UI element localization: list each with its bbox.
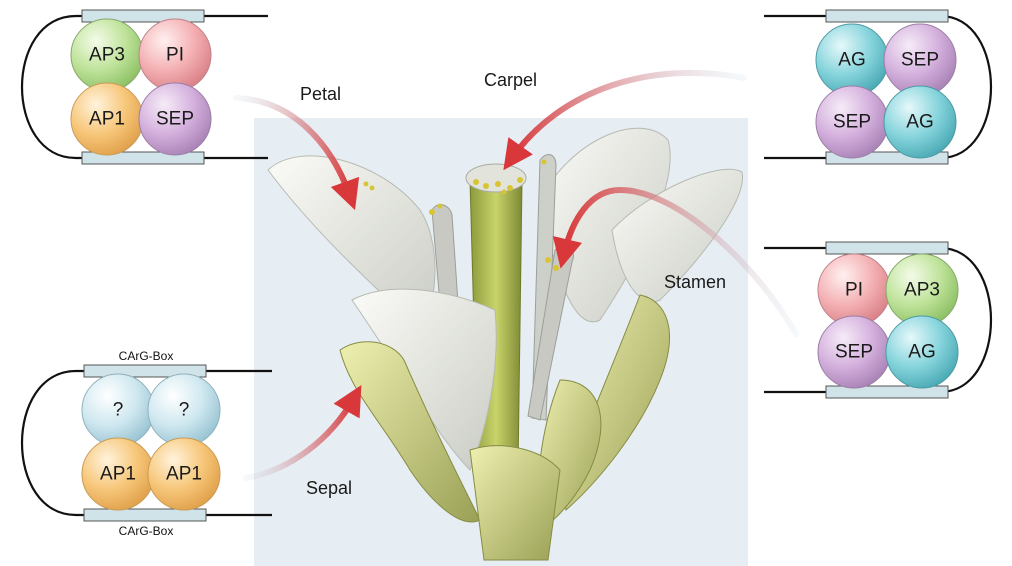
binding-box [826, 10, 948, 22]
protein-label: PI [845, 280, 863, 301]
protein-label: SEP [835, 342, 873, 363]
protein-label: PI [166, 45, 184, 66]
protein-label: ? [179, 400, 190, 421]
complex-sepal: CArG-Box CArG-Box ? ? AP1 AP1 [22, 349, 272, 538]
protein-label: SEP [901, 50, 939, 71]
protein-label: AP3 [904, 280, 940, 301]
complex-stamen: PI AP3 SEP AG [764, 242, 991, 398]
complex-carpel: AG SEP SEP AG [764, 10, 991, 164]
protein-label: ? [113, 400, 124, 421]
stigma-shape [466, 164, 526, 192]
carpel-label: Carpel [484, 70, 537, 90]
protein-label: AG [838, 50, 865, 71]
cargbox-top-label: CArG-Box [119, 349, 174, 363]
protein-label: SEP [156, 109, 194, 130]
protein-label: AG [908, 342, 935, 363]
receptacle-shape [470, 446, 560, 560]
protein-label: AG [906, 112, 933, 133]
stamen-label: Stamen [664, 272, 726, 292]
protein-label: AP3 [89, 45, 125, 66]
protein-label: SEP [833, 112, 871, 133]
binding-box [84, 509, 206, 521]
cargbox-bottom-label: CArG-Box [119, 524, 174, 538]
protein-label: AP1 [166, 464, 202, 485]
protein-label: AP1 [100, 464, 136, 485]
petal-label: Petal [300, 84, 341, 104]
binding-box [826, 242, 948, 254]
sepal-label: Sepal [306, 478, 352, 498]
complex-petal: AP3 PI AP1 SEP [22, 10, 268, 164]
protein-label: AP1 [89, 109, 125, 130]
binding-box [826, 386, 948, 398]
